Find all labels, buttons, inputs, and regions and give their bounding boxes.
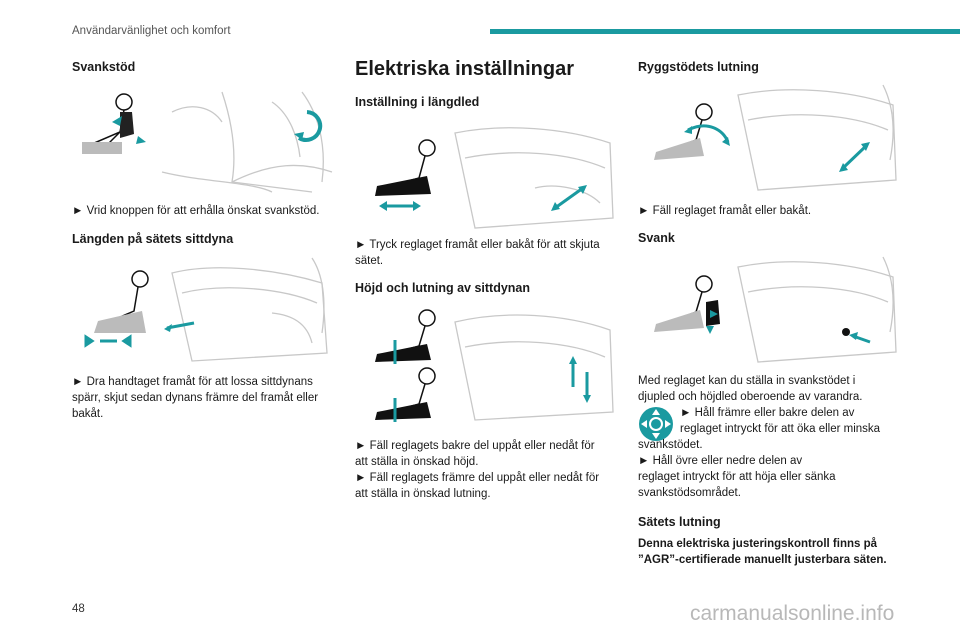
text-seat-length-2: spärr, skjut sedan dynans främre del fra… bbox=[72, 392, 319, 404]
text-svank-5: svankstödet. bbox=[638, 439, 703, 451]
text-backrest: ► Fäll reglaget framåt eller bakåt. bbox=[638, 205, 812, 217]
heading-seat-length: Längden på sätets sittdyna bbox=[72, 232, 234, 246]
illustration-seat-length bbox=[72, 253, 342, 365]
control-dial-icon bbox=[638, 406, 674, 442]
text-svank-3: ► Håll främre eller bakre delen av bbox=[680, 407, 855, 419]
text-seat-length-3: bakåt. bbox=[72, 408, 104, 420]
text-svank-8: svankstödsområdet. bbox=[638, 487, 741, 499]
watermark: carmanualsonline.info bbox=[690, 602, 895, 625]
illustration-lumbar bbox=[72, 82, 342, 198]
text-svank-6: ► Håll övre eller nedre delen av bbox=[638, 455, 803, 467]
header-accent-bar bbox=[490, 29, 960, 34]
text-tilt-1: Denna elektriska justeringskontroll finn… bbox=[638, 538, 878, 550]
heading-backrest: Ryggstödets lutning bbox=[638, 60, 759, 74]
text-height-3: ► Fäll reglagets främre del uppåt eller … bbox=[355, 472, 600, 484]
page-title: Elektriska inställningar bbox=[355, 58, 574, 80]
text-height-4: att ställa in önskad lutning. bbox=[355, 488, 491, 500]
heading-lumbar: Svankstöd bbox=[72, 60, 136, 74]
heading-svank: Svank bbox=[638, 231, 675, 245]
illustration-svank bbox=[638, 252, 903, 368]
illustration-longitudinal bbox=[355, 118, 620, 230]
text-tilt-2: ”AGR”-certifierade manuellt justerbara s… bbox=[638, 554, 887, 566]
running-header: Användarvänlighet och komfort bbox=[72, 25, 231, 37]
page-number: 48 bbox=[72, 603, 85, 615]
text-height-2: att ställa in önskad höjd. bbox=[355, 456, 479, 468]
text-height-1: ► Fäll reglagets bakre del uppåt eller n… bbox=[355, 440, 595, 452]
heading-height-tilt: Höjd och lutning av sittdynan bbox=[355, 281, 530, 295]
illustration-height-tilt bbox=[355, 302, 620, 428]
heading-seat-tilt: Sätets lutning bbox=[638, 515, 721, 529]
text-lumbar: ► Vrid knoppen för att erhålla önskat sv… bbox=[72, 205, 320, 217]
text-longitudinal-2: sätet. bbox=[355, 255, 384, 267]
text-svank-2: djupled och höjdled oberoende av varandr… bbox=[638, 391, 863, 403]
text-svank-7: reglaget intryckt för att höja eller sän… bbox=[638, 471, 836, 483]
illustration-backrest bbox=[638, 80, 903, 196]
heading-longitudinal: Inställning i längdled bbox=[355, 95, 480, 109]
text-longitudinal-1: ► Tryck reglaget framåt eller bakåt för … bbox=[355, 239, 600, 251]
text-svank-4: reglaget intryckt för att öka eller mins… bbox=[680, 423, 881, 435]
text-svank-1: Med reglaget kan du ställa in svankstöde… bbox=[638, 375, 856, 387]
text-seat-length-1: ► Dra handtaget framåt för att lossa sit… bbox=[72, 376, 313, 388]
